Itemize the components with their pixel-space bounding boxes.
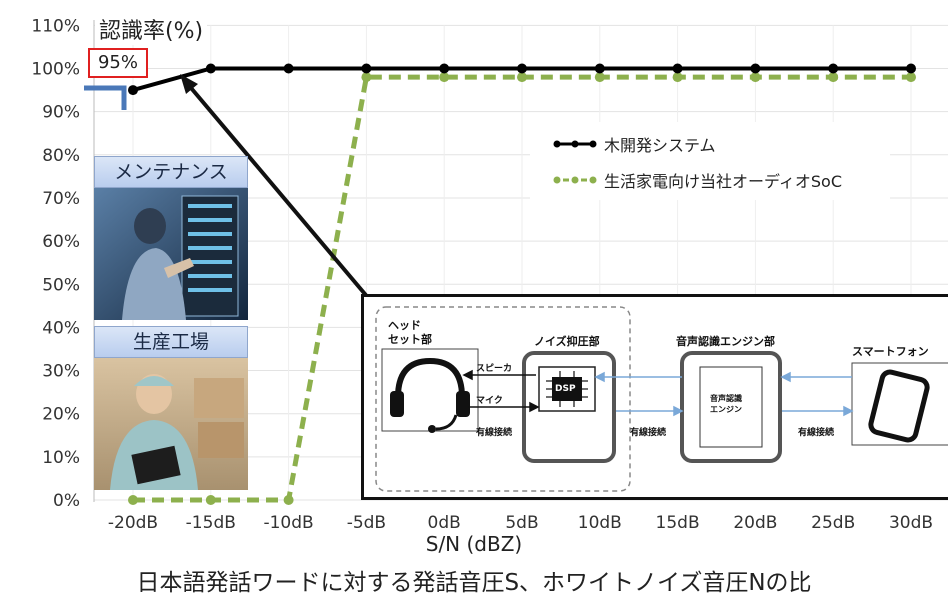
x-tick-label: -5dB [347, 513, 386, 533]
series-1-point [906, 72, 916, 83]
x-tick-label: 5dB [505, 513, 538, 533]
series-0-point [672, 63, 683, 74]
x-axis-title: S/N (dBZ) [425, 532, 523, 556]
series-1-point [205, 495, 216, 505]
series-0-point [283, 63, 294, 74]
x-tick-label: -10dB [263, 513, 313, 533]
y-axis-title: 認識率(%) [95, 13, 208, 45]
smartphone-title: スマートフォン [852, 345, 929, 358]
x-tick-label: 25dB [811, 513, 855, 533]
series-lines [128, 63, 916, 505]
series-1-point [283, 495, 294, 505]
x-tick-label: 20dB [733, 513, 777, 533]
y-tick-label: 50% [42, 275, 80, 295]
engine-box-label: 音声認識 エンジン [710, 394, 742, 414]
callout-95-percent: 95% [88, 48, 148, 78]
noise-suppression-title: ノイズ抑圧部 [534, 335, 600, 348]
y-tick-label: 90% [42, 103, 80, 123]
y-tick-label: 20% [42, 405, 80, 425]
legend-swatch-black [553, 140, 597, 148]
series-1-point [672, 72, 683, 83]
factory-photo [94, 358, 248, 490]
y-tick-label: 110% [31, 16, 80, 36]
speaker-label: スピーカ [476, 364, 513, 374]
wired-label-2: 有線接続 [630, 428, 667, 438]
y-tick-label: 60% [42, 232, 80, 252]
y-tick-label: 0% [53, 491, 80, 511]
series-1-point [594, 72, 605, 83]
diagram-shapes [375, 306, 948, 492]
y-axis-ticks: 0% 10% 20% 30% 40% 50% 60% 70% 80% 90% 100% 110% [31, 16, 80, 511]
x-tick-label: 10dB [578, 513, 622, 533]
wired-label-3: 有線接続 [798, 428, 835, 438]
legend-swatch-green [553, 176, 597, 184]
y-tick-label: 100% [31, 60, 80, 80]
y-tick-label: 30% [42, 362, 80, 382]
series-0-point [128, 85, 138, 96]
series-0-point [439, 63, 450, 74]
y-tick-label: 10% [42, 448, 80, 468]
series-0-point [361, 63, 372, 74]
legend-item-dev-system: 木開発システム [552, 132, 716, 156]
wired-label-1: 有線接続 [476, 428, 513, 438]
x-axis-ticks: -20dB -15dB -10dB -5dB 0dB 5dB 10dB 15dB 20dB 25d… [108, 513, 933, 533]
legend-label-audio-soc: 生活家電向け当社オーディオSoC [604, 172, 842, 191]
factory-photo-image [94, 358, 248, 490]
series-1-point [361, 72, 372, 83]
callout-arrow [184, 80, 372, 302]
bracket-marker [84, 85, 127, 110]
speech-engine-title: 音声認識エンジン部 [676, 335, 775, 348]
x-tick-label: 0dB [428, 513, 461, 533]
series-0-point [205, 63, 216, 74]
series-0-point [906, 63, 916, 74]
legend-label-dev-system: 木開発システム [604, 136, 716, 155]
y-tick-label: 40% [42, 318, 80, 338]
y-tick-label: 70% [42, 189, 80, 209]
series-1-point [128, 495, 138, 505]
maintenance-photo [94, 188, 248, 320]
series-0-point [517, 63, 527, 74]
maintenance-photo-image [94, 188, 248, 320]
headset-title: ヘッド セット部 [388, 319, 432, 346]
series-1-point [828, 72, 839, 83]
series-1-point [750, 72, 761, 83]
x-tick-label: 15dB [656, 513, 700, 533]
x-tick-label: 30dB [889, 513, 933, 533]
series-1-point [517, 72, 527, 83]
callout-arrowhead [180, 74, 198, 94]
dsp-chip-label: DSP [555, 384, 576, 394]
system-block-diagram: ヘッド セット部 ノイズ抑圧部 音声認識エンジン部 スマートフォン スピーカ マ… [361, 294, 948, 500]
series-0-point [750, 63, 761, 74]
x-tick-label: -20dB [108, 513, 158, 533]
chart-caption: 日本語発話ワードに対する発話音圧S、ホワイトノイズ音圧Nの比 [136, 570, 812, 596]
factory-label: 生産工場 [94, 326, 248, 358]
series-0-point [594, 63, 605, 74]
y-tick-label: 80% [42, 146, 80, 166]
series-0-point [828, 63, 839, 74]
mic-label: マイク [476, 396, 503, 406]
series-1-point [439, 72, 450, 83]
x-tick-label: -15dB [186, 513, 236, 533]
maintenance-label: メンテナンス [94, 156, 248, 188]
legend: 木開発システム 生活家電向け当社オーディオSoC [530, 122, 890, 200]
legend-item-audio-soc: 生活家電向け当社オーディオSoC [552, 168, 842, 192]
